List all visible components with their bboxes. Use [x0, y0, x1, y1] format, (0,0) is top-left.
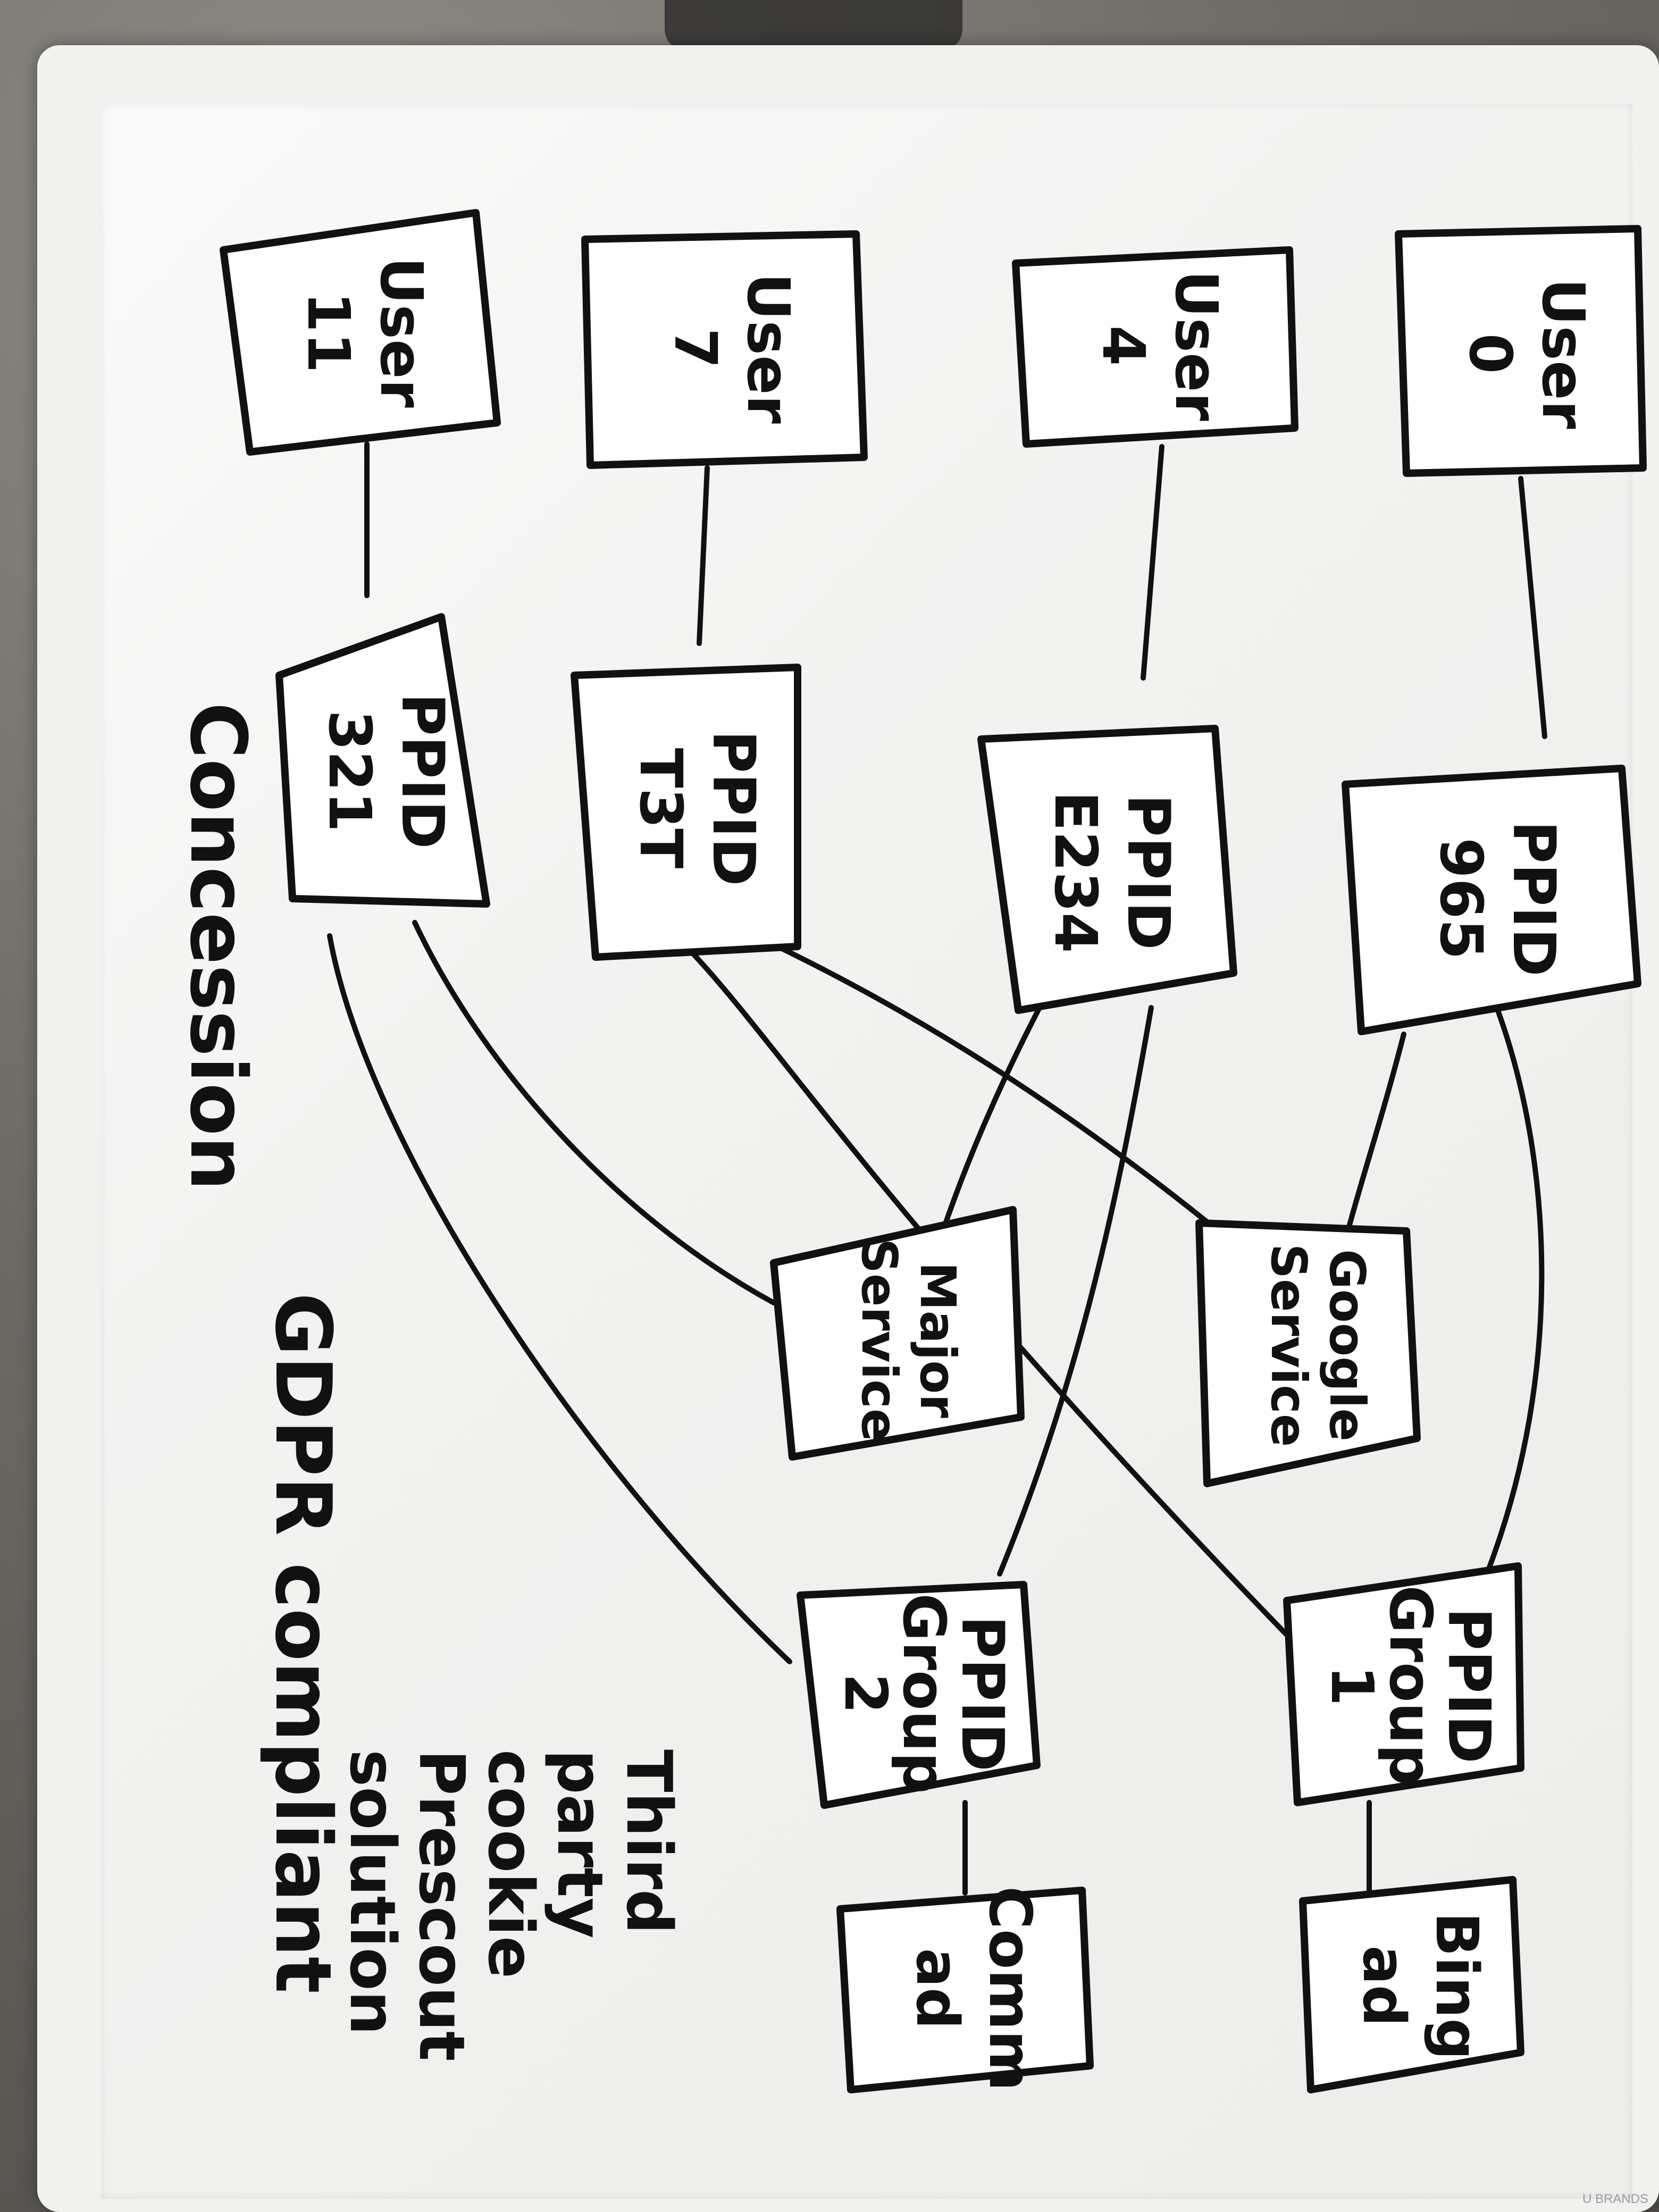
ppid-node-965-label-line-1: PPID [1500, 820, 1568, 976]
ppid-node-965: PPID 965 [1342, 765, 1641, 1035]
edge-ppid-965-google-service [1345, 1032, 1406, 1234]
google-service-label-line-1: Google [1319, 1249, 1376, 1442]
comm-ad-label-line-1: Comm [976, 1886, 1044, 2091]
ppid-node-e234-label-line-2: E234 [1042, 791, 1110, 953]
concession-note: Concession [173, 702, 263, 1191]
user-node-7-label-line-1: User [734, 273, 802, 424]
user-node-11: User 11 [220, 209, 501, 456]
user-node-0: User 0 [1395, 225, 1647, 477]
edge-user-4-ppid-e234 [1141, 444, 1164, 681]
ppid-group-2-label-line-1: PPID [949, 1615, 1017, 1771]
ppid-group-1-label-line-3: 1 [1318, 1665, 1386, 1706]
major-service-node-box [770, 1206, 1025, 1461]
bing-ad-label-line-1: Bing [1423, 1912, 1491, 2060]
edge-user-0-ppid-965 [1518, 476, 1547, 739]
ppid-node-321-label-line-2: 321 [316, 710, 384, 832]
third-party-note-line-4: Prescout [405, 1749, 479, 2061]
user-node-4-label-line-1: User [1162, 270, 1230, 421]
ppid-node-e234: PPID E234 [977, 725, 1237, 1014]
ppid-node-t3t-label-line-1: PPID [700, 730, 768, 886]
user-node-11-box [220, 209, 501, 456]
ppid-node-t3t-box [571, 664, 801, 961]
ppid-group-1-label-line-1: PPID [1435, 1607, 1503, 1763]
edge-user-7-ppid-t3t [697, 465, 710, 646]
third-party-note-line-1: Third [613, 1749, 686, 1934]
edge-ppid-321-ppid-group-2 [327, 933, 792, 1664]
user-node-11-label-line-1: User [367, 257, 435, 408]
edge-ppid-321-major-service [412, 920, 776, 1305]
ppid-group-node-2: PPID Group 2 [797, 1581, 1041, 1809]
gdpr-note: GDPR compliant [258, 1293, 348, 1993]
user-node-7-label-line-2: 7 [661, 328, 730, 369]
user-node-4: User 4 [1012, 246, 1298, 448]
edge-ppid-965-ppid-group-1 [1486, 1005, 1545, 1571]
user-node-0-label-line-2: 0 [1456, 333, 1524, 374]
comm-ad-node-box [836, 1887, 1094, 2093]
comm-ad-label-line-2: ad [903, 1948, 971, 2030]
user-node-4-box [1012, 246, 1298, 448]
edge-ppid-t3t-google-service [747, 931, 1218, 1231]
ppid-node-e234-box [977, 725, 1237, 1014]
major-service-node: Major Service [770, 1206, 1025, 1461]
ppid-node-321: PPID 321 [275, 613, 490, 908]
connector-layer [327, 441, 1547, 1901]
user-node-4-label-line-2: 4 [1090, 325, 1158, 366]
third-party-note: Third party cookie Prescout solution [336, 1749, 686, 2061]
third-party-note-line-5: solution [336, 1749, 409, 2035]
ppid-group-2-label-line-3: 2 [832, 1673, 900, 1714]
ppid-group-node-2-box [797, 1581, 1041, 1809]
edge-ppid-e234-major-service [939, 1005, 1042, 1239]
bing-ad-node: Bing ad [1299, 1876, 1524, 2093]
marker-tray [665, 0, 962, 51]
ppid-group-2-label-line-2: Group [890, 1593, 958, 1794]
ppid-node-965-label-line-2: 965 [1427, 837, 1495, 960]
user-node-0-label-line-1: User [1529, 278, 1597, 429]
bing-ad-node-box [1299, 1876, 1524, 2093]
bing-ad-label-line-2: ad [1350, 1946, 1418, 2027]
gdpr-note-text: GDPR compliant [258, 1293, 348, 1993]
google-service-label-line-2: Service [1260, 1244, 1317, 1447]
ppid-node-t3t: PPID T3T [571, 664, 801, 961]
user-node-0-box [1395, 225, 1647, 477]
third-party-note-line-2: party [543, 1749, 617, 1939]
edge-ppid-e234-ppid-group-2 [997, 1005, 1154, 1577]
ppid-node-t3t-label-line-2: T3T [627, 748, 695, 869]
user-node-7: User 7 [581, 230, 868, 469]
ppid-node-965-box [1342, 765, 1641, 1035]
ppid-group-node-1-box [1283, 1562, 1524, 1806]
google-service-node: Google Service [1195, 1219, 1421, 1487]
google-service-node-box [1195, 1219, 1421, 1487]
ppid-node-321-label-line-1: PPID [389, 693, 457, 849]
ppid-node-e234-label-line-1: PPID [1115, 794, 1183, 950]
concession-note-text: Concession [173, 702, 263, 1191]
comm-ad-node: Comm ad [836, 1886, 1094, 2093]
user-node-11-label-line-2: 11 [295, 291, 363, 373]
user-node-7-box [581, 230, 868, 469]
major-service-label-line-1: Major [909, 1262, 966, 1418]
third-party-note-line-3: cookie [474, 1749, 548, 1979]
major-service-label-line-2: Service [851, 1238, 908, 1442]
ppid-group-1-label-line-2: Group [1377, 1585, 1445, 1786]
brand-mark: U BRANDS [1582, 2192, 1648, 2206]
edge-ppid-t3t-ppid-group-1 [689, 949, 1295, 1643]
ppid-node-321-box [275, 613, 490, 908]
ppid-group-node-1: PPID Group 1 [1283, 1562, 1524, 1806]
